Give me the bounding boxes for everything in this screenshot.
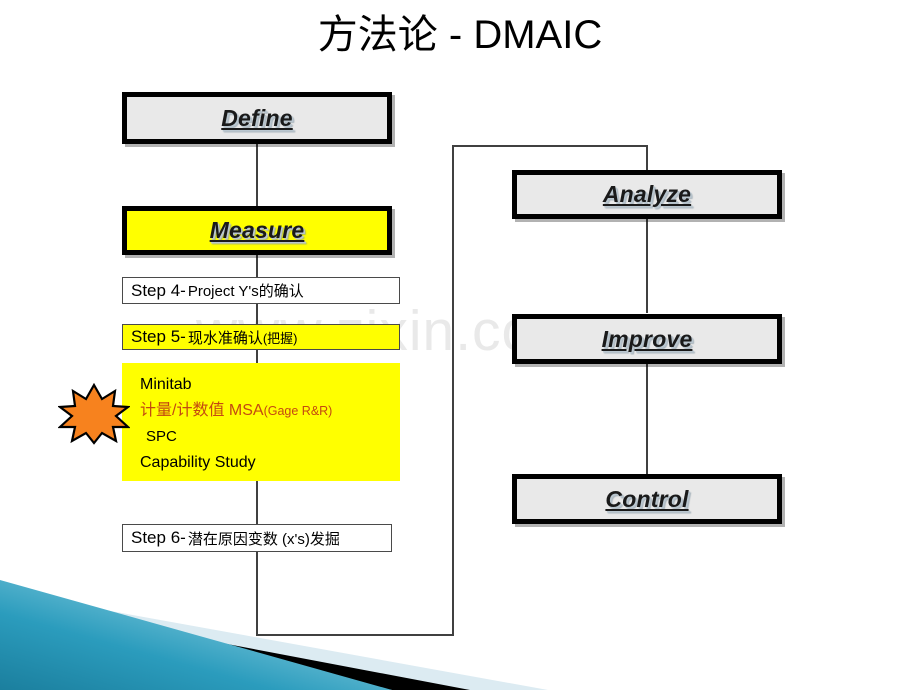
step6-tail: 潜在原因变数 (x's)发掘: [187, 530, 340, 548]
connector-define-to-measure: [256, 144, 258, 210]
connector-step4-to-step5: [256, 304, 258, 324]
phase-label-analyze: Analyze: [602, 181, 692, 207]
connector-improve-to-control: [646, 364, 648, 474]
deco-black-stripe: [0, 601, 470, 690]
connector-step5-to-tools: [256, 350, 258, 366]
step-bar-step5[interactable]: Step 5- 现水准确认 (把握): [122, 324, 400, 350]
deco-pale-band: [0, 591, 548, 690]
phase-box-define[interactable]: Define: [122, 92, 392, 144]
phase-box-control[interactable]: Control: [512, 474, 782, 524]
decorative-corner-graphic: [0, 580, 548, 690]
step4-head: Step 4-: [131, 280, 186, 300]
step5-tail: 现水准确认: [187, 329, 263, 347]
step5-note: (把握): [262, 330, 298, 346]
tool-line-spc: SPC: [146, 428, 177, 445]
connector-into-analyze: [646, 145, 648, 170]
step6-head: Step 6-: [131, 528, 186, 547]
connector-top-horizontal-to-analyze: [452, 145, 648, 147]
tools-highlight-block[interactable]: Minitab 计量/计数值 MSA(Gage R&R) SPC Capabil…: [122, 363, 400, 481]
tool-line-minitab: Minitab: [140, 376, 192, 393]
step-bar-step4[interactable]: Step 4- Project Y's的确认: [122, 277, 400, 304]
tool-msa-cn: 计量/计数值: [140, 402, 225, 419]
phase-label-control: Control: [605, 485, 689, 512]
page-title: 方法论 - DMAIC: [317, 13, 603, 57]
phase-label-define: Define: [221, 104, 293, 131]
phase-label-improve: Improve: [601, 325, 693, 352]
tool-line-msa: 计量/计数值 MSA(Gage R&R): [140, 398, 400, 424]
starburst-icon: [58, 383, 130, 445]
phase-box-measure[interactable]: Measure: [122, 206, 392, 255]
connector-riser-vertical: [452, 145, 454, 636]
step5-head: Step 5-: [131, 327, 186, 346]
connector-analyze-to-improve: [646, 219, 648, 313]
phase-box-analyze[interactable]: Analyze: [512, 170, 782, 219]
tool-msa-en: MSA: [224, 402, 264, 419]
connector-tools-to-step6: [256, 478, 258, 524]
connector-step6-down: [256, 552, 258, 636]
connector-measure-to-step4: [256, 255, 258, 277]
phase-label-measure: Measure: [209, 217, 305, 243]
connector-bottom-horizontal: [256, 634, 454, 636]
step-bar-step6[interactable]: Step 6- 潜在原因变数 (x's)发掘: [122, 524, 392, 552]
phase-box-improve[interactable]: Improve: [512, 314, 782, 364]
tool-line-capability-study: Capability Study: [140, 454, 256, 471]
step4-tail: Project Y's的确认: [187, 283, 304, 300]
tool-msa-paren: (Gage R&R): [263, 404, 333, 418]
